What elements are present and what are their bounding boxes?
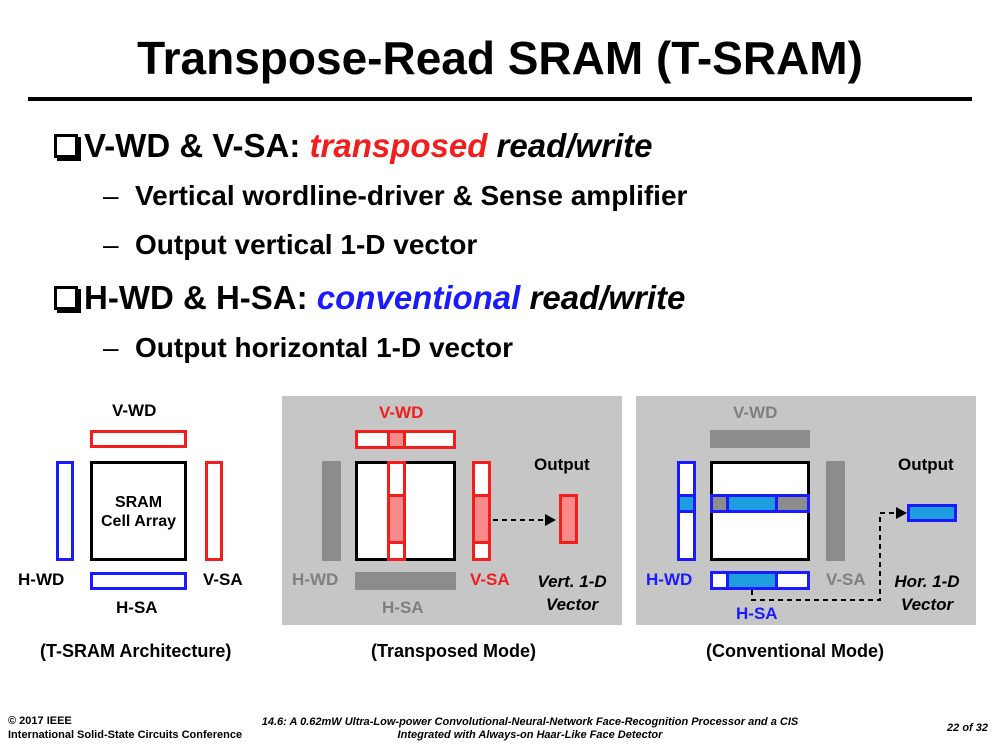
hsa-label: H-SA: [116, 598, 158, 617]
paper-title-line: 14.6: A 0.62mW Ultra-Low-power Convoluti…: [261, 716, 799, 728]
vertical-output-vector: [559, 494, 578, 544]
hwd-active-cell: [677, 494, 696, 513]
bullet-suffix: read/write: [520, 279, 686, 316]
bullet-highlight: conventional: [316, 279, 521, 316]
horizontal-output-vector: [907, 504, 957, 522]
vwd-label: V-WD: [733, 403, 778, 422]
bullet-suffix: read/write: [487, 127, 653, 164]
hwd-label: H-WD: [646, 570, 693, 589]
vsa-label: V-SA: [203, 570, 243, 589]
page-number: 22 of 32: [947, 722, 988, 734]
bullet-transposed: V-WD & V-SA: transposed read/write: [54, 126, 652, 166]
active-row-cells: [726, 494, 778, 513]
transposed-caption: (Transposed Mode): [371, 641, 537, 661]
sub-bullet-text: Output horizontal 1-D vector: [135, 332, 513, 363]
checkbox-bullet-icon: [54, 286, 78, 310]
vwd-label: V-WD: [112, 401, 157, 420]
vsa-block: [205, 461, 223, 561]
hwd-block: [322, 461, 341, 561]
vwd-active-cell: [387, 430, 406, 449]
vsa-block: [826, 461, 845, 561]
active-column-cells: [387, 494, 406, 544]
footer-paper-title: 14.6: A 0.62mW Ultra-Low-power Convoluti…: [250, 716, 810, 742]
checkbox-bullet-icon: [54, 134, 78, 158]
vector-label: Vector: [900, 595, 954, 614]
vector-label: Hor. 1-D: [894, 572, 960, 591]
dash-icon: –: [103, 332, 119, 363]
bullet-prefix: H-WD & H-SA:: [84, 279, 317, 316]
conventional-caption: (Conventional Mode): [706, 641, 884, 661]
copyright-text: © 2017 IEEE: [8, 715, 72, 727]
hwd-label: H-WD: [18, 570, 65, 589]
title-underline: [28, 97, 972, 101]
sram-cell-array: SRAM Cell Array: [90, 461, 187, 561]
vwd-label: V-WD: [379, 403, 424, 422]
vector-label: Vector: [545, 595, 599, 614]
dash-icon: –: [103, 229, 119, 260]
hsa-block: [90, 572, 187, 590]
vsa-active-cells: [472, 494, 491, 544]
hsa-label: H-SA: [736, 604, 778, 623]
vsa-label: V-SA: [470, 570, 510, 589]
sub-bullet-text: Output vertical 1-D vector: [135, 229, 478, 260]
vector-label: Vert. 1-D: [537, 572, 607, 591]
output-label: Output: [898, 455, 954, 474]
bullet-highlight: transposed: [309, 127, 488, 164]
cell-array-label: SRAM: [114, 494, 163, 511]
sub-bullet: –Output horizontal 1-D vector: [103, 331, 513, 365]
bullet-conventional: H-WD & H-SA: conventional read/write: [54, 278, 685, 318]
footer-copyright: © 2017 IEEE International Solid-State Ci…: [8, 714, 242, 742]
hwd-label: H-WD: [292, 570, 339, 589]
conference-text: International Solid-State Circuits Confe…: [8, 729, 243, 741]
architecture-caption: (T-SRAM Architecture): [40, 641, 232, 661]
vsa-label: V-SA: [826, 570, 866, 589]
vwd-block: [710, 430, 810, 448]
bullet-prefix: V-WD & V-SA:: [84, 127, 310, 164]
hsa-active-cells: [726, 571, 778, 590]
paper-title-line: Integrated with Always-on Haar-Like Face…: [397, 729, 663, 741]
slide-title: Transpose-Read SRAM (T-SRAM): [137, 32, 863, 84]
sub-bullet-text: Vertical wordline-driver & Sense amplifi…: [135, 180, 688, 211]
sub-bullet: –Output vertical 1-D vector: [103, 228, 477, 262]
cell-array-label: Cell Array: [101, 513, 176, 530]
hsa-label: H-SA: [382, 598, 424, 617]
dash-icon: –: [103, 180, 119, 211]
hsa-block: [355, 572, 456, 590]
sub-bullet: –Vertical wordline-driver & Sense amplif…: [103, 179, 687, 213]
output-label: Output: [534, 455, 590, 474]
hwd-block: [56, 461, 74, 561]
vwd-block: [90, 430, 187, 448]
